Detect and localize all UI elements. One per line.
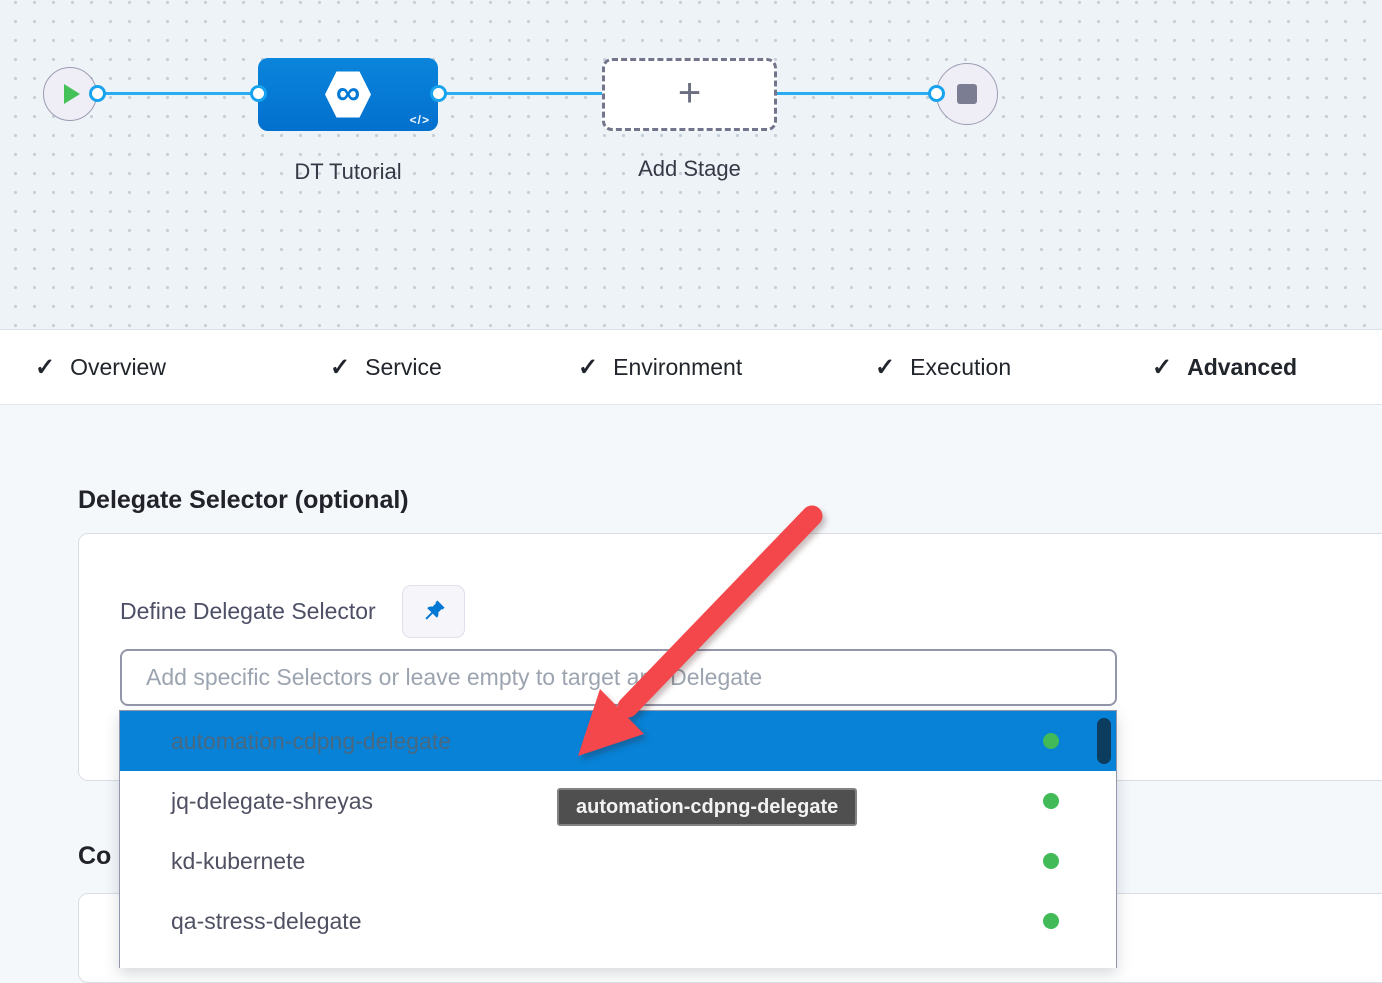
- dropdown-option-jq-delegate-shreyas[interactable]: jq-delegate-shreyas: [120, 771, 1116, 831]
- delegate-tooltip: automation-cdpng-delegate: [557, 788, 858, 826]
- pipeline-end-node[interactable]: [936, 63, 998, 125]
- tab-label: Advanced: [1187, 354, 1298, 380]
- add-stage-label: Add Stage: [638, 156, 741, 181]
- check-icon: ✓: [330, 354, 351, 381]
- delegate-dropdown: automation-cdpng-delegate jq-delegate-sh…: [119, 710, 1117, 968]
- tab-advanced[interactable]: ✓ Advanced: [1152, 330, 1297, 405]
- edge-start-to-stage: [97, 92, 258, 95]
- tab-label: Environment: [613, 354, 743, 380]
- pin-button[interactable]: [401, 585, 465, 638]
- connector-port[interactable]: [430, 85, 447, 102]
- check-icon: ✓: [35, 354, 56, 381]
- dropdown-option-qa-stress-delegate[interactable]: qa-stress-delegate: [120, 891, 1116, 951]
- delegate-status-dot: [1043, 913, 1059, 929]
- edge-stage-to-addstage: [438, 92, 602, 95]
- connector-port[interactable]: [250, 85, 267, 102]
- stage-label: DT Tutorial: [294, 159, 402, 184]
- delegate-status-dot: [1043, 733, 1059, 749]
- dropdown-scrollbar-thumb[interactable]: [1097, 718, 1111, 764]
- check-icon: ✓: [578, 354, 599, 381]
- tab-label: Overview: [70, 354, 166, 380]
- tab-service[interactable]: ✓ Service: [330, 330, 442, 405]
- tab-environment[interactable]: ✓ Environment: [578, 330, 742, 405]
- stage-node-dt-tutorial[interactable]: ∞ </>: [258, 58, 438, 131]
- pushpin-icon: [425, 600, 445, 620]
- option-label: kd-kubernete: [171, 847, 306, 874]
- define-delegate-selector-label: Define Delegate Selector: [120, 598, 376, 624]
- harness-cd-icon: ∞: [325, 71, 371, 118]
- pipeline-canvas[interactable]: ∞ </> + DT Tutorial Add Stage: [0, 0, 1382, 330]
- option-label: jq-delegate-shreyas: [171, 787, 374, 814]
- delegate-selector-heading: Delegate Selector (optional): [78, 486, 409, 514]
- code-icon[interactable]: </>: [409, 113, 430, 127]
- play-icon: [64, 84, 80, 104]
- connector-port[interactable]: [928, 85, 945, 102]
- delegate-status-dot: [1043, 853, 1059, 869]
- check-icon: ✓: [1152, 354, 1173, 381]
- tab-execution[interactable]: ✓ Execution: [875, 330, 1011, 405]
- plus-icon: +: [677, 70, 702, 115]
- option-label: automation-cdpng-delegate: [171, 727, 452, 754]
- dropdown-option-automation-cdpng-delegate[interactable]: automation-cdpng-delegate: [120, 711, 1116, 771]
- stage-tabbar: ✓ Overview ✓ Service ✓ Environment ✓ Exe…: [0, 330, 1382, 735]
- stop-icon: [957, 84, 977, 104]
- connector-port[interactable]: [89, 85, 106, 102]
- dropdown-option-kd-kubernete[interactable]: kd-kubernete: [120, 831, 1116, 891]
- tab-label: Service: [365, 354, 442, 380]
- option-label: qa-stress-delegate: [171, 907, 362, 934]
- edge-addstage-to-end: [777, 92, 936, 95]
- tab-label: Execution: [910, 354, 1012, 380]
- check-icon: ✓: [875, 354, 896, 381]
- tab-overview[interactable]: ✓ Overview: [35, 330, 166, 405]
- partial-section-heading: Co: [78, 842, 112, 870]
- delegate-status-dot: [1043, 793, 1059, 809]
- pipeline-start-node[interactable]: [43, 67, 97, 121]
- delegate-selector-input[interactable]: [120, 649, 1117, 706]
- add-stage-button[interactable]: +: [602, 58, 777, 131]
